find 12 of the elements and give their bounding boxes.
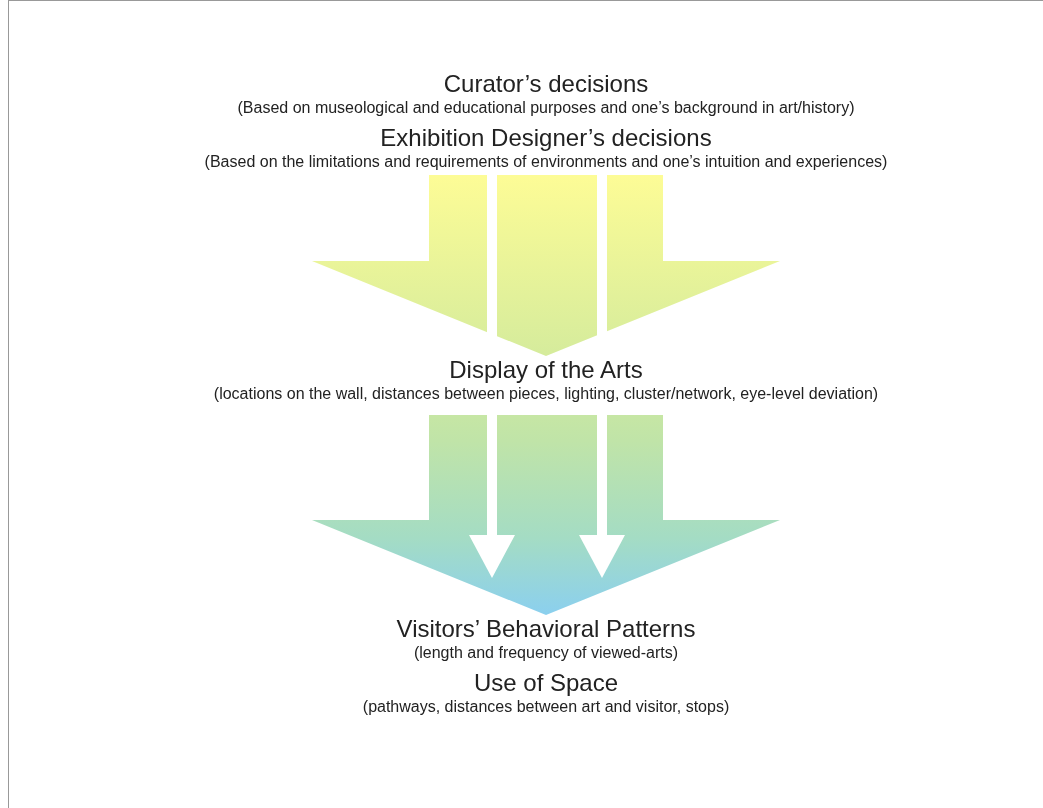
description: (length and frequency of viewed-arts) — [413, 643, 679, 663]
description: (Based on the limitations and requirements of environments and one’s intuition and experiences) — [204, 152, 888, 172]
flow-arrow — [312, 415, 780, 615]
heading: Curator’s decisions — [443, 70, 649, 98]
description: (Based on museological and educational purposes and one’s background in art/history) — [237, 98, 855, 118]
heading: Display of the Arts — [449, 356, 643, 384]
heading: Use of Space — [473, 669, 619, 697]
description: (locations on the wall, distances between pieces, lighting, cluster/network, eye-level deviation) — [213, 384, 879, 404]
heading: Visitors’ Behavioral Patterns — [396, 615, 696, 643]
flow-arrow — [312, 175, 780, 356]
heading: Exhibition Designer’s decisions — [380, 124, 712, 152]
description: (pathways, distances between art and visitor, stops) — [362, 697, 730, 717]
